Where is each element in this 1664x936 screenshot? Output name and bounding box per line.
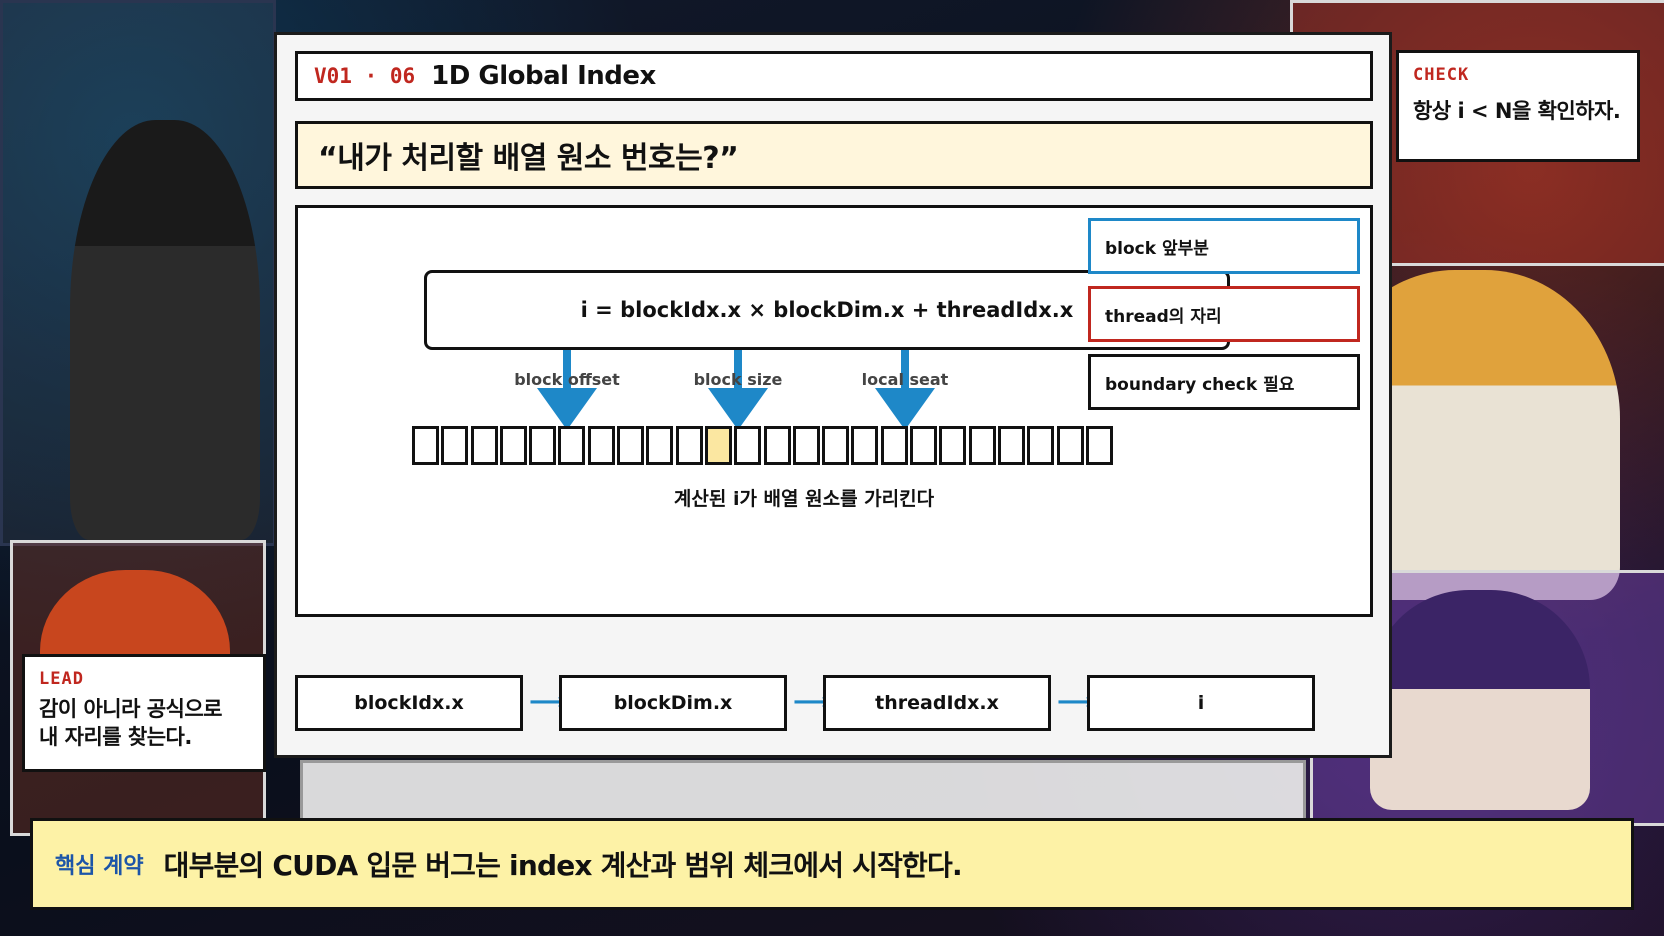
array-cell [412,426,439,465]
check-callout: CHECK 항상 i < N을 확인하자. [1396,50,1640,162]
array-cell [1056,426,1084,465]
arrow-local-seat [875,350,935,430]
array-cell [792,426,820,465]
cells-caption: 계산된 i가 배열 원소를 가리킨다 [673,488,935,510]
array-cell [1027,426,1055,465]
question-banner: “내가 처리할 배열 원소 번호는?” [295,121,1373,189]
array-cell [646,426,674,465]
array-cell [910,426,938,465]
label-block-size: block size [693,370,783,389]
lead-text-line2: 내 자리를 찾는다. [39,725,192,750]
flow-block-dim: blockDim.x [559,675,787,731]
note-thread-seat: thread의 자리 [1088,286,1360,342]
flow-thread-idx: threadIdx.x [823,675,1051,731]
comic-panel-bottom-center [300,760,1306,826]
lead-callout: LEAD 감이 아니라 공식으로 내 자리를 찾는다. [22,654,266,772]
flow-row: blockIdx.x ⟶ blockDim.x ⟶ threadIdx.x ⟶ … [295,675,1373,731]
array-cell [880,426,908,465]
array-cell [441,426,469,465]
array-cell [851,426,879,465]
note-block-front: block 앞부분 [1088,218,1360,274]
array-cell [587,426,615,465]
array-cell [734,426,762,465]
core-text: 대부분의 CUDA 입문 버그는 index 계산과 범위 체크에서 시작한다. [163,849,963,882]
label-block-offset: block offset [514,370,620,389]
array-cell [558,426,586,465]
slide-card: V01 · 06 1D Global Index “내가 처리할 배열 원소 번… [274,32,1392,758]
array-cell [499,426,527,465]
index-diagram: i = blockIdx.x × blockDim.x + threadIdx.… [295,205,1373,617]
core-contract-banner: 핵심 계약 대부분의 CUDA 입문 버그는 index 계산과 범위 체크에서… [30,818,1634,910]
label-local-seat: local seat [861,370,949,389]
array-cell [617,426,645,465]
array-cells [412,426,1115,465]
array-cell [763,426,791,465]
array-cell [529,426,557,465]
array-cell [470,426,498,465]
arrow-block-size [708,350,768,430]
slide-title: 1D Global Index [431,61,656,91]
note-boundary-check: boundary check 필요 [1088,354,1360,410]
flow-block-idx: blockIdx.x [295,675,523,731]
array-cell-highlighted [704,426,732,465]
title-bar: V01 · 06 1D Global Index [295,51,1373,101]
array-cell [822,426,850,465]
array-cell [997,426,1025,465]
flow-result-i: i [1087,675,1315,731]
check-text: 항상 i < N을 확인하자. [1413,99,1621,123]
check-tag: CHECK [1413,65,1470,85]
lead-text-line1: 감이 아니라 공식으로 [39,697,223,721]
arrow-block-offset [537,350,597,430]
character-purple-hair [1370,590,1590,810]
lead-tag: LEAD [39,669,84,689]
character-dark-hair [70,120,260,540]
slide-code: V01 · 06 [314,64,416,88]
core-tag: 핵심 계약 [55,854,144,879]
array-cell [939,426,967,465]
array-cell [968,426,996,465]
array-cell [675,426,703,465]
array-cell [1085,426,1113,465]
